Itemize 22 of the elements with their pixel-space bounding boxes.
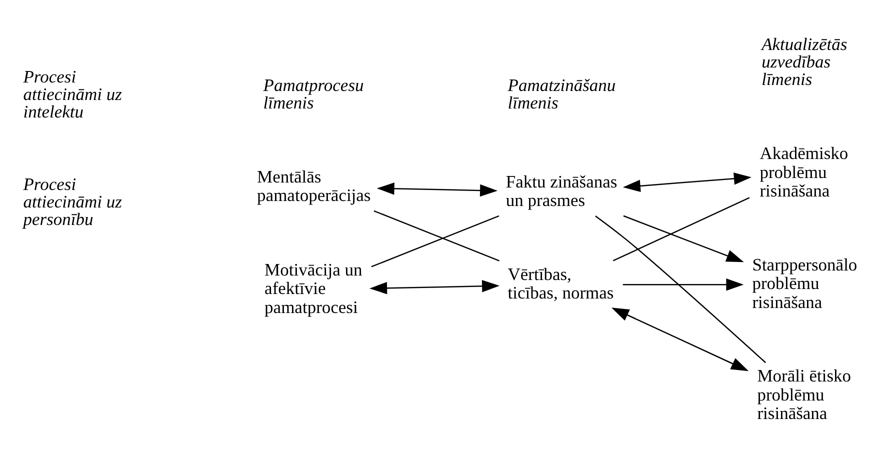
node-text: Starppersonālo problēmu risināšana: [752, 254, 858, 312]
node-text: Motivācija un afektīvie pamatprocesi: [264, 258, 362, 316]
label: Aktualizētās uzvedības līmenis: [762, 33, 848, 88]
arrow: [622, 278, 744, 290]
connector: [612, 196, 750, 261]
arrow: [622, 172, 752, 192]
arrow: [376, 182, 498, 196]
label: Pamatprocesu līmenis: [263, 74, 364, 112]
node-text: Vērtības, ticības, normas: [508, 263, 614, 302]
connector: [371, 214, 500, 267]
node-text: Faktu zināšanas un prasmes: [506, 170, 618, 210]
label: Pamatzināšanu līmenis: [508, 74, 616, 112]
arrow: [370, 280, 500, 294]
node-text: Morāli ētisko problēmu risināšana: [757, 365, 852, 423]
connector: [595, 214, 766, 363]
node-text: Mentālās pamatoperācijas: [257, 166, 371, 205]
label: Procesi attiecināmi uz intelektu: [23, 66, 122, 121]
label: Procesi attiecināmi uz personību: [23, 173, 122, 228]
node-text: Akadēmisko problēmu risināšana: [760, 142, 848, 200]
connector: [374, 210, 500, 261]
arrow: [611, 307, 749, 371]
arrow: [623, 214, 744, 262]
